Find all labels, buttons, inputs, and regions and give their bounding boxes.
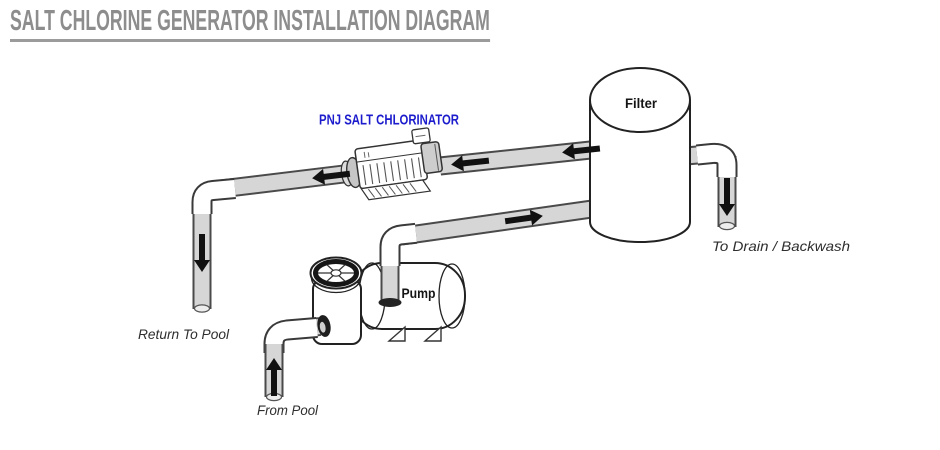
drain-pipe-end: [718, 221, 736, 231]
return-elbow: [191, 178, 236, 214]
return-to-pool-label: Return To Pool: [138, 326, 230, 342]
filter-tank: Filter: [589, 67, 691, 243]
return-pipe-end: [193, 304, 211, 313]
pump-discharge-riser: [378, 222, 418, 307]
pump-leg: [387, 325, 406, 342]
chlorinator-cell: [340, 127, 443, 201]
chlorinator-right-union: [420, 141, 443, 175]
chlorinator-fins: [360, 179, 432, 201]
chlorinator-label: PNJ SALT CHLORINATOR: [319, 112, 459, 129]
filter-lid: [589, 67, 691, 133]
from-pool-label: From Pool: [257, 402, 319, 418]
page-title-wrap: SALT CHLORINE GENERATOR INSTALLATION DIA…: [10, 6, 797, 43]
to-drain-backwash-label: To Drain / Backwash: [712, 238, 850, 254]
drain-elbow: [695, 142, 738, 177]
pump-leg: [423, 325, 442, 342]
suction-elbow: [265, 319, 318, 353]
pump-outlet-collar: [378, 298, 402, 307]
filter-label: Filter: [625, 95, 658, 111]
chlorinator-ribs: [362, 157, 422, 186]
suction-line: [263, 315, 331, 402]
discharge-elbow: [381, 224, 417, 266]
pump-label: Pump: [402, 285, 436, 301]
strainer-lid-ring: [313, 259, 359, 287]
page-title: SALT CHLORINE GENERATOR INSTALLATION DIA…: [10, 6, 490, 43]
pipe-pump-to-filter: [400, 199, 608, 244]
